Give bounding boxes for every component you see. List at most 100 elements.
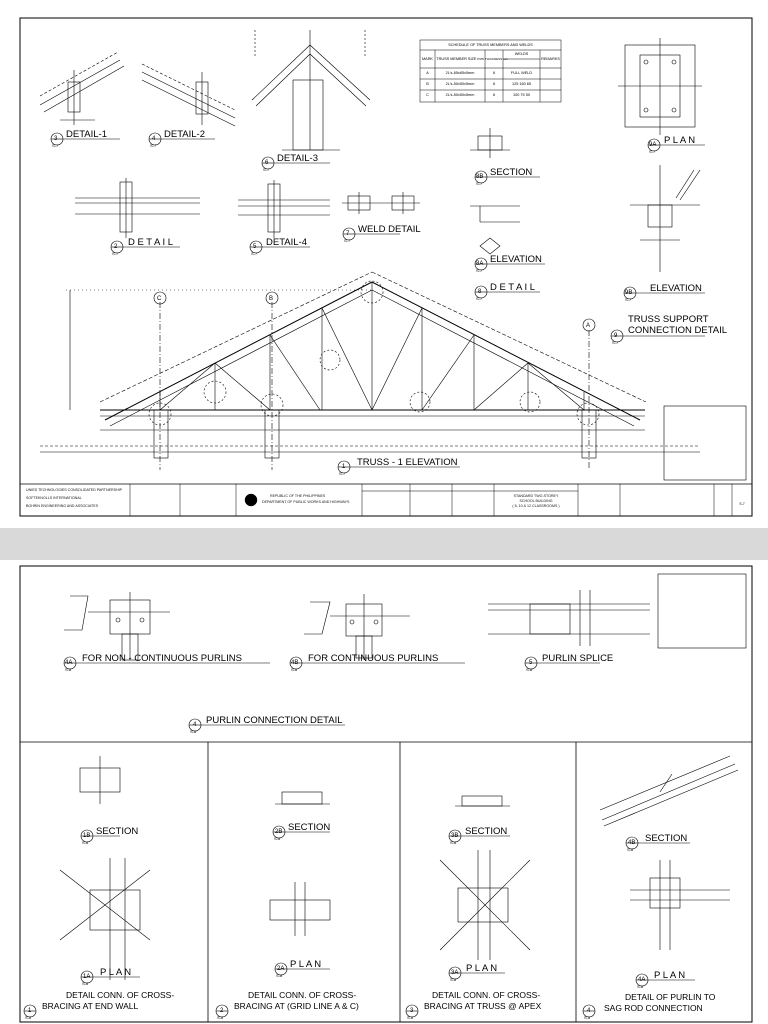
schedule-row-c-weld: 100 75 50 (513, 93, 530, 97)
detail-4-sheet: S-8 (190, 729, 197, 734)
detail-5-sheet: S-8 (526, 667, 533, 672)
detail-4-sheet: S-7 (150, 143, 157, 148)
purlin-connection-title: PURLIN CONNECTION DETAIL (206, 715, 343, 726)
conn-2-title-line1: DETAIL CONN. OF CROSS- (248, 990, 357, 1000)
purlin-splice-drawing (488, 590, 650, 646)
project-line-1: STANDARD TWO-STOREY (513, 494, 559, 498)
section-1b-title: SECTION (96, 826, 139, 837)
elevation-9b-title: ELEVATION (650, 283, 702, 294)
elevation-8a-drawing (470, 205, 520, 255)
schedule-header-welds: WELDS (514, 52, 529, 56)
purlin-splice-title: PURLIN SPLICE (542, 653, 614, 664)
detail-1b-number: 1B (83, 833, 91, 839)
conn-4-title-line1: DETAIL OF PURLIN TO (625, 992, 716, 1002)
detail-9-number: 9 (614, 333, 618, 339)
grid-b-label: B (269, 296, 274, 302)
title-block-lines (129, 484, 733, 516)
detail-3-title: DETAIL-3 (277, 153, 319, 164)
detail-4b-number: 4B (291, 660, 299, 666)
detail-3a-sheet: S-8 (450, 977, 457, 982)
truss-1-elevation-drawing (40, 271, 700, 470)
schedule-row-c-size: 2L's-50x50x5mm (445, 93, 475, 97)
detail-1a-number: 1A (83, 974, 91, 980)
firm-1: UNIED TECHNOLOGIES CONSOLIDATED PARTNERS… (26, 488, 122, 492)
detail-3-number: 3 (54, 136, 58, 142)
conn-2-title-line2: BRACING AT (GRID LINE A & C) (234, 1001, 359, 1011)
detail-8-sheet: S-7 (476, 296, 483, 301)
plan-9a-drawing (618, 38, 702, 135)
weld-detail-drawing (342, 192, 420, 214)
schedule-row-b-size: 2L's-50x50x5mm (445, 82, 475, 86)
plan-1a-title: P L A N (100, 967, 132, 978)
detail-1-number: 1 (342, 464, 346, 470)
detail-3a-number: 3A (451, 970, 459, 976)
conn-3-number: 3 (410, 1008, 414, 1014)
detail-3-sheet: S-7 (52, 143, 59, 148)
grid-c-label: C (157, 296, 162, 302)
detail-4-number: 4 (193, 722, 197, 728)
detail-9a-sheet: S-7 (649, 149, 656, 154)
truss-support-title-line2: CONNECTION DETAIL (628, 325, 728, 336)
conn-3-title-line1: DETAIL CONN. OF CROSS- (432, 990, 541, 1000)
detail-2b-sheet: S-8 (274, 836, 281, 841)
schedule-row-a-weld: FULL WELD (510, 71, 533, 75)
sag-rod-4-drawing (599, 755, 739, 950)
schedule-row-a-mark: A (426, 71, 429, 75)
detail-2-drawing (141, 63, 236, 127)
detail-1-sheet: S-7 (339, 471, 346, 476)
weld-detail-title: WELD DETAIL (358, 224, 421, 235)
truss-elevation-title: TRUSS - 1 ELEVATION (357, 457, 458, 468)
detail-1-title: DETAIL-1 (66, 129, 108, 140)
detail-6-number: 6 (265, 160, 269, 166)
schedule-row-c-thk: 6 (492, 93, 496, 97)
detail-2-sheet: S-7 (112, 251, 119, 256)
schedule-row-c-mark: C (426, 93, 429, 97)
schedule-row-a-size: 2L's-65x65x5mm (445, 71, 475, 75)
detail-1a-sheet: S-8 (82, 981, 89, 986)
detail-2b-drawing (75, 178, 200, 238)
conn-1-title-line2: BRACING AT END WALL (42, 1001, 139, 1011)
schedule-row-b-mark: B (426, 82, 429, 86)
drawing-sheet-s7: 3 S-7 DETAIL-1 4 S-7 DETAIL-2 6 S-7 DETA… (0, 0, 768, 528)
detail-8a-sheet: S-7 (476, 268, 483, 273)
detail-7-sheet: S-7 (344, 238, 351, 243)
detail-9b-sheet: S-7 (625, 297, 632, 302)
conn-4-title-line2: SAG ROD CONNECTION (604, 1003, 703, 1013)
detail-4a-plan-sheet: S-8 (637, 984, 644, 989)
detail-8-title: D E T A I L (490, 282, 536, 293)
plan-9a-title: P L A N (664, 135, 696, 146)
section-8b-drawing (470, 128, 510, 158)
firm-2: SOFTEKNOLLS INTERNATIONAL (26, 496, 82, 500)
detail-3-drawing (251, 30, 371, 151)
conn-2-number: 2 (220, 1008, 224, 1014)
firm-3: BOHRIN ENGINEERING AND ASSOCIATES (26, 504, 99, 508)
detail-4-drawing (238, 180, 330, 238)
section-8b-title: SECTION (490, 167, 533, 178)
detail-4a-plan-number: 4A (638, 977, 646, 983)
detail-5-sheet: S-7 (251, 251, 258, 256)
sheet-s8-drawing (19, 565, 753, 1023)
detail-4b-sheet: S-8 (291, 667, 298, 672)
detail-9b-number: 9B (625, 290, 633, 296)
detail-1b-sheet: S-8 (82, 840, 89, 845)
conn-1-sheet: S-8 (25, 1015, 32, 1020)
grid-a-label: A (586, 323, 591, 329)
detail-4-number: 4 (152, 136, 156, 142)
detail-4b-section-sheet: S-8 (627, 847, 634, 852)
schedule-row-b-weld: 125 160 65 (511, 82, 531, 86)
detail-1-drawing (39, 51, 125, 125)
sheet-number: S-7 (739, 502, 745, 506)
conn-1-number: 1 (28, 1008, 32, 1014)
detail-4a-sheet: S-8 (65, 667, 72, 672)
detail-5-number: 5 (529, 660, 533, 666)
detail-4a-number: 4A (65, 660, 73, 666)
detail-8b-sheet: S-7 (476, 181, 483, 186)
section-2b-title: SECTION (288, 822, 331, 833)
cross-bracing-1-drawing (59, 756, 151, 980)
schedule-row-a-thk: 6 (492, 71, 496, 75)
non-continuous-purlins-title: FOR NON - CONTINUOUS PURLINS (82, 653, 242, 664)
detail-3b-sheet: S-8 (450, 840, 457, 845)
detail-2-title: DETAIL-2 (164, 129, 206, 140)
truss-schedule-table-lines (419, 39, 562, 103)
detail-5-number: 5 (253, 244, 257, 250)
